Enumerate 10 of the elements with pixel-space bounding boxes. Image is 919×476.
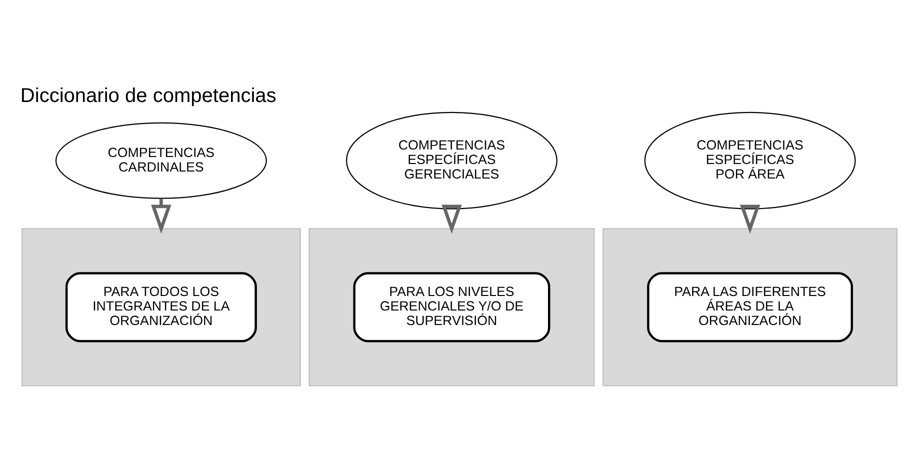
node-ellipse: COMPETENCIAS CARDINALES (55, 122, 267, 199)
cluster (308, 228, 595, 386)
node-box: PARA LAS DIFERENTES ÁREAS DE LA ORGANIZACIÓN (647, 272, 853, 342)
cluster (602, 228, 898, 386)
node-box: PARA TODOS LOS INTEGRANTES DE LA ORGANIZACIÓN (65, 272, 257, 342)
cluster (21, 228, 301, 386)
diagram-title: Diccionario de competencias (20, 84, 276, 107)
arrow (740, 204, 760, 234)
arrow (442, 204, 462, 234)
node-box: PARA LOS NIVELES GERENCIALES Y/O DE SUPERVISIÓN (353, 272, 550, 342)
